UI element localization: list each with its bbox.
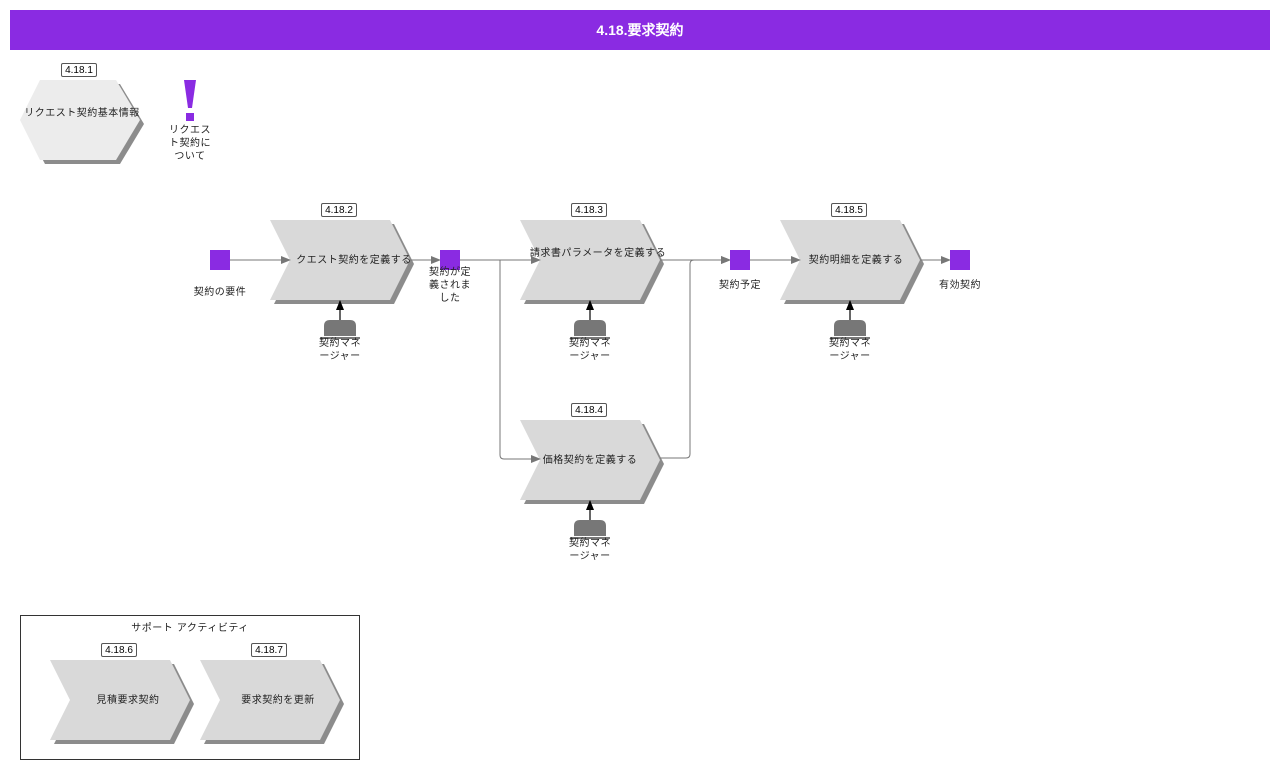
support-function-shape[interactable] bbox=[200, 660, 344, 744]
info-hexagon[interactable] bbox=[20, 80, 144, 164]
support-activities-box bbox=[20, 615, 360, 760]
function-badge: 4.18.4 bbox=[571, 403, 607, 417]
role-connector bbox=[336, 300, 854, 520]
person-role-icon[interactable] bbox=[320, 320, 360, 339]
event-square[interactable] bbox=[210, 250, 230, 270]
function-label: クエスト契約を定義する bbox=[296, 255, 412, 266]
event-square[interactable] bbox=[950, 250, 970, 270]
event-label: 契約が定義されました bbox=[429, 267, 471, 304]
role-label: 契約マネージャー bbox=[319, 338, 361, 362]
support-label: 要求契約を更新 bbox=[241, 695, 315, 706]
function-shape[interactable] bbox=[520, 420, 664, 504]
event-label: 有効契約 bbox=[939, 280, 981, 291]
support-badge: 4.18.7 bbox=[251, 643, 287, 657]
function-shape[interactable] bbox=[520, 220, 664, 304]
person-role-icon[interactable] bbox=[830, 320, 870, 339]
role-label: 契約マネージャー bbox=[829, 338, 871, 362]
support-badge: 4.18.6 bbox=[101, 643, 137, 657]
role-label: 契約マネージャー bbox=[569, 338, 611, 362]
event-label: 契約予定 bbox=[719, 280, 761, 291]
event-square[interactable] bbox=[440, 250, 460, 270]
exclamation-icon[interactable] bbox=[184, 80, 196, 121]
role-label: 契約マネージャー bbox=[569, 538, 611, 562]
function-label: 契約明細を定義する bbox=[808, 255, 904, 266]
person-role-icon[interactable] bbox=[570, 320, 610, 339]
function-badge: 4.18.2 bbox=[321, 203, 357, 217]
support-title: サポート アクティビティ bbox=[131, 623, 249, 634]
function-shape[interactable] bbox=[270, 220, 414, 304]
person-role-icon[interactable] bbox=[570, 520, 610, 539]
function-badge: 4.18.3 bbox=[571, 203, 607, 217]
note-label: リクエスト契約について bbox=[169, 125, 211, 162]
support-label: 見積要求契約 bbox=[96, 695, 160, 706]
function-label: 価格契約を定義する bbox=[542, 455, 638, 466]
function-shape[interactable] bbox=[780, 220, 924, 304]
function-badge: 4.18.5 bbox=[831, 203, 867, 217]
hex-badge: 4.18.1 bbox=[61, 63, 97, 77]
function-label: 請求書パラメータを定義する bbox=[529, 248, 667, 259]
event-square[interactable] bbox=[730, 250, 750, 270]
page-title: 4.18.要求契約 bbox=[10, 10, 1270, 50]
hex-label: リクエスト契約基本情報 bbox=[24, 108, 140, 119]
connector bbox=[230, 256, 951, 463]
support-function-shape[interactable] bbox=[50, 660, 194, 744]
event-label: 契約の要件 bbox=[193, 287, 247, 298]
